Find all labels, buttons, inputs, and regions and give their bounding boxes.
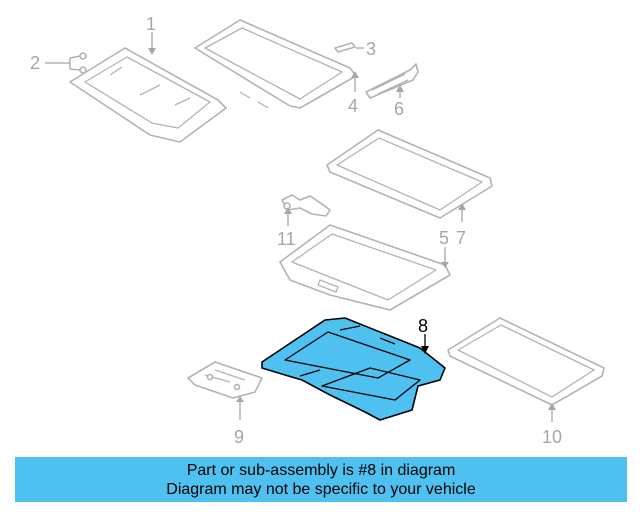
part-8-sunshade-housing[interactable] [261, 317, 446, 421]
callout-6: 6 [394, 99, 404, 119]
part-9-mounting-bracket[interactable] [187, 361, 263, 399]
info-banner: Part or sub-assembly is #8 in diagram Di… [15, 457, 627, 502]
callout-3: 3 [366, 39, 376, 59]
part-1-glass-panel[interactable] [69, 47, 227, 143]
part-6-guide-bracket[interactable] [365, 63, 419, 99]
callout-4: 4 [348, 96, 358, 116]
callout-10: 10 [542, 427, 562, 447]
part-4-sunroof-frame[interactable] [194, 19, 357, 109]
callout-11: 11 [277, 229, 296, 249]
callout-1: 1 [146, 14, 156, 34]
parts-diagram: 1 2 3 4 6 5 7 11 [30, 14, 605, 447]
part-2-screws[interactable] [45, 52, 87, 74]
banner-line-2: Diagram may not be specific to your vehi… [166, 480, 476, 498]
callout-7: 7 [456, 228, 466, 248]
part-10-outer-seal[interactable] [447, 317, 605, 406]
part-frame-assembly[interactable] [279, 224, 451, 311]
part-3-clip[interactable] [334, 42, 356, 53]
callout-5: 5 [439, 228, 449, 248]
callout-8: 8 [418, 316, 428, 336]
banner-line-1: Part or sub-assembly is #8 in diagram [186, 461, 456, 479]
callout-9: 9 [234, 427, 244, 447]
callout-2: 2 [30, 53, 40, 73]
part-11-motor[interactable] [281, 194, 331, 217]
part-7-seal-frame[interactable] [326, 129, 493, 219]
